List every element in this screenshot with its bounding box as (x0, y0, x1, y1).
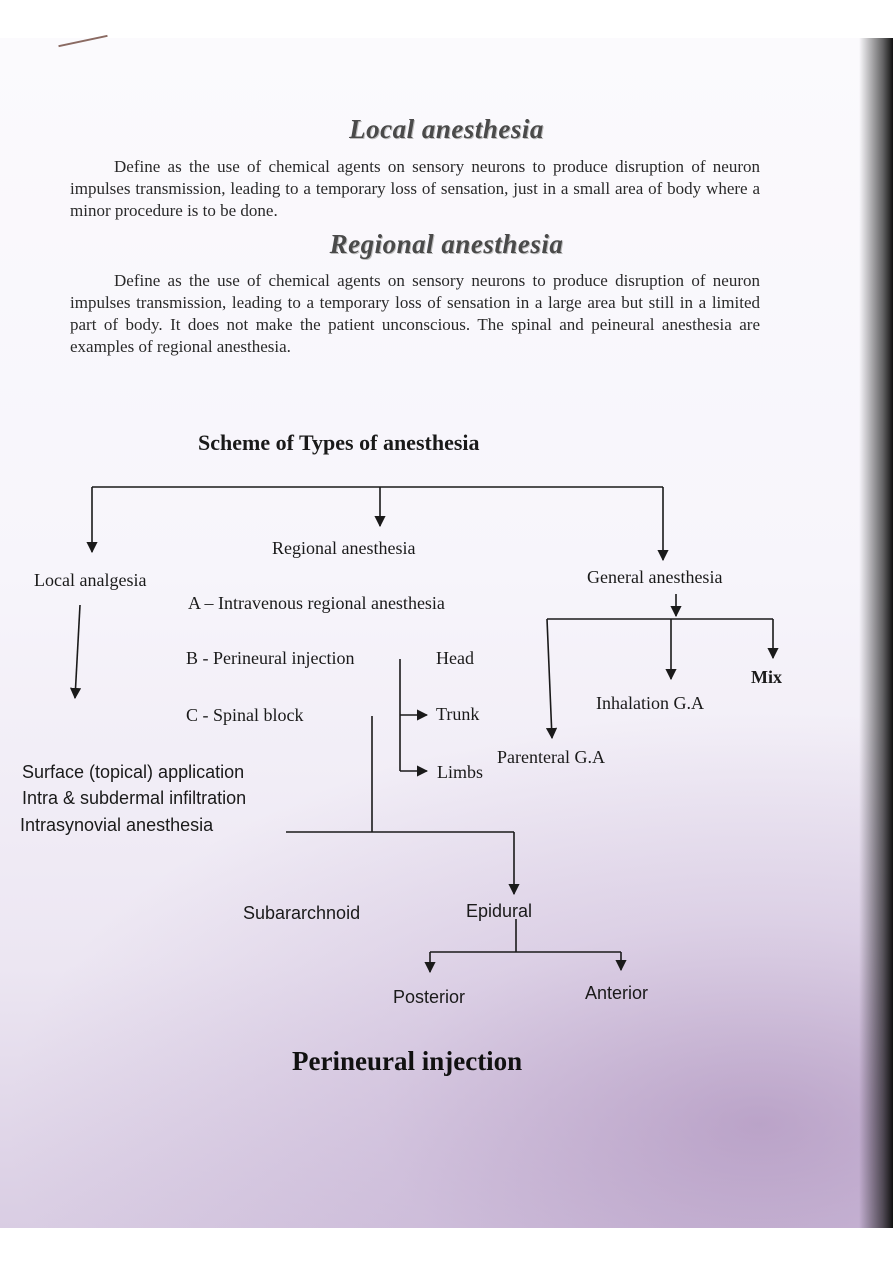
general-item-mix: Mix (751, 667, 782, 687)
regional-anesthesia-heading: Regional anesthesia (329, 229, 564, 259)
regional-item-spinal-block: C - Spinal block (186, 705, 304, 725)
local-anesthesia-heading: Local anesthesia (349, 114, 544, 144)
perineural-site-trunk: Trunk (436, 704, 480, 724)
local-item-infiltration: Intra & subdermal infiltration (22, 788, 247, 808)
regional-anesthesia-label: Regional anesthesia (272, 538, 416, 558)
regional-anesthesia-definition: Define as the use of chemical agents on … (70, 271, 760, 356)
local-anesthesia-definition: Define as the use of chemical agents on … (70, 157, 760, 220)
page-shadow (0, 708, 893, 1228)
scheme-title: Scheme of Types of anesthesia (198, 430, 480, 455)
page-edge-shadow (859, 38, 893, 1228)
general-item-parenteral: Parenteral G.A (497, 747, 605, 767)
epidural-item-posterior: Posterior (393, 987, 466, 1007)
perineural-injection-heading: Perineural injection (292, 1046, 523, 1076)
spinal-item-subararchnoid: Subararchnoid (243, 903, 361, 923)
regional-item-perineural: B - Perineural injection (186, 648, 355, 668)
spinal-item-epidural: Epidural (466, 901, 533, 921)
perineural-site-limbs: Limbs (437, 762, 484, 782)
local-item-surface: Surface (topical) application (22, 762, 245, 782)
general-anesthesia-label: General anesthesia (587, 567, 723, 587)
local-item-intrasynovial: Intrasynovial anesthesia (20, 815, 214, 835)
perineural-site-head: Head (436, 648, 474, 668)
scanned-page (0, 38, 893, 1228)
epidural-item-anterior: Anterior (585, 983, 649, 1003)
local-analgesia-label: Local analgesia (34, 570, 147, 590)
general-item-inhalation: Inhalation G.A (596, 693, 704, 713)
regional-item-intravenous: A – Intravenous regional anesthesia (188, 593, 445, 613)
